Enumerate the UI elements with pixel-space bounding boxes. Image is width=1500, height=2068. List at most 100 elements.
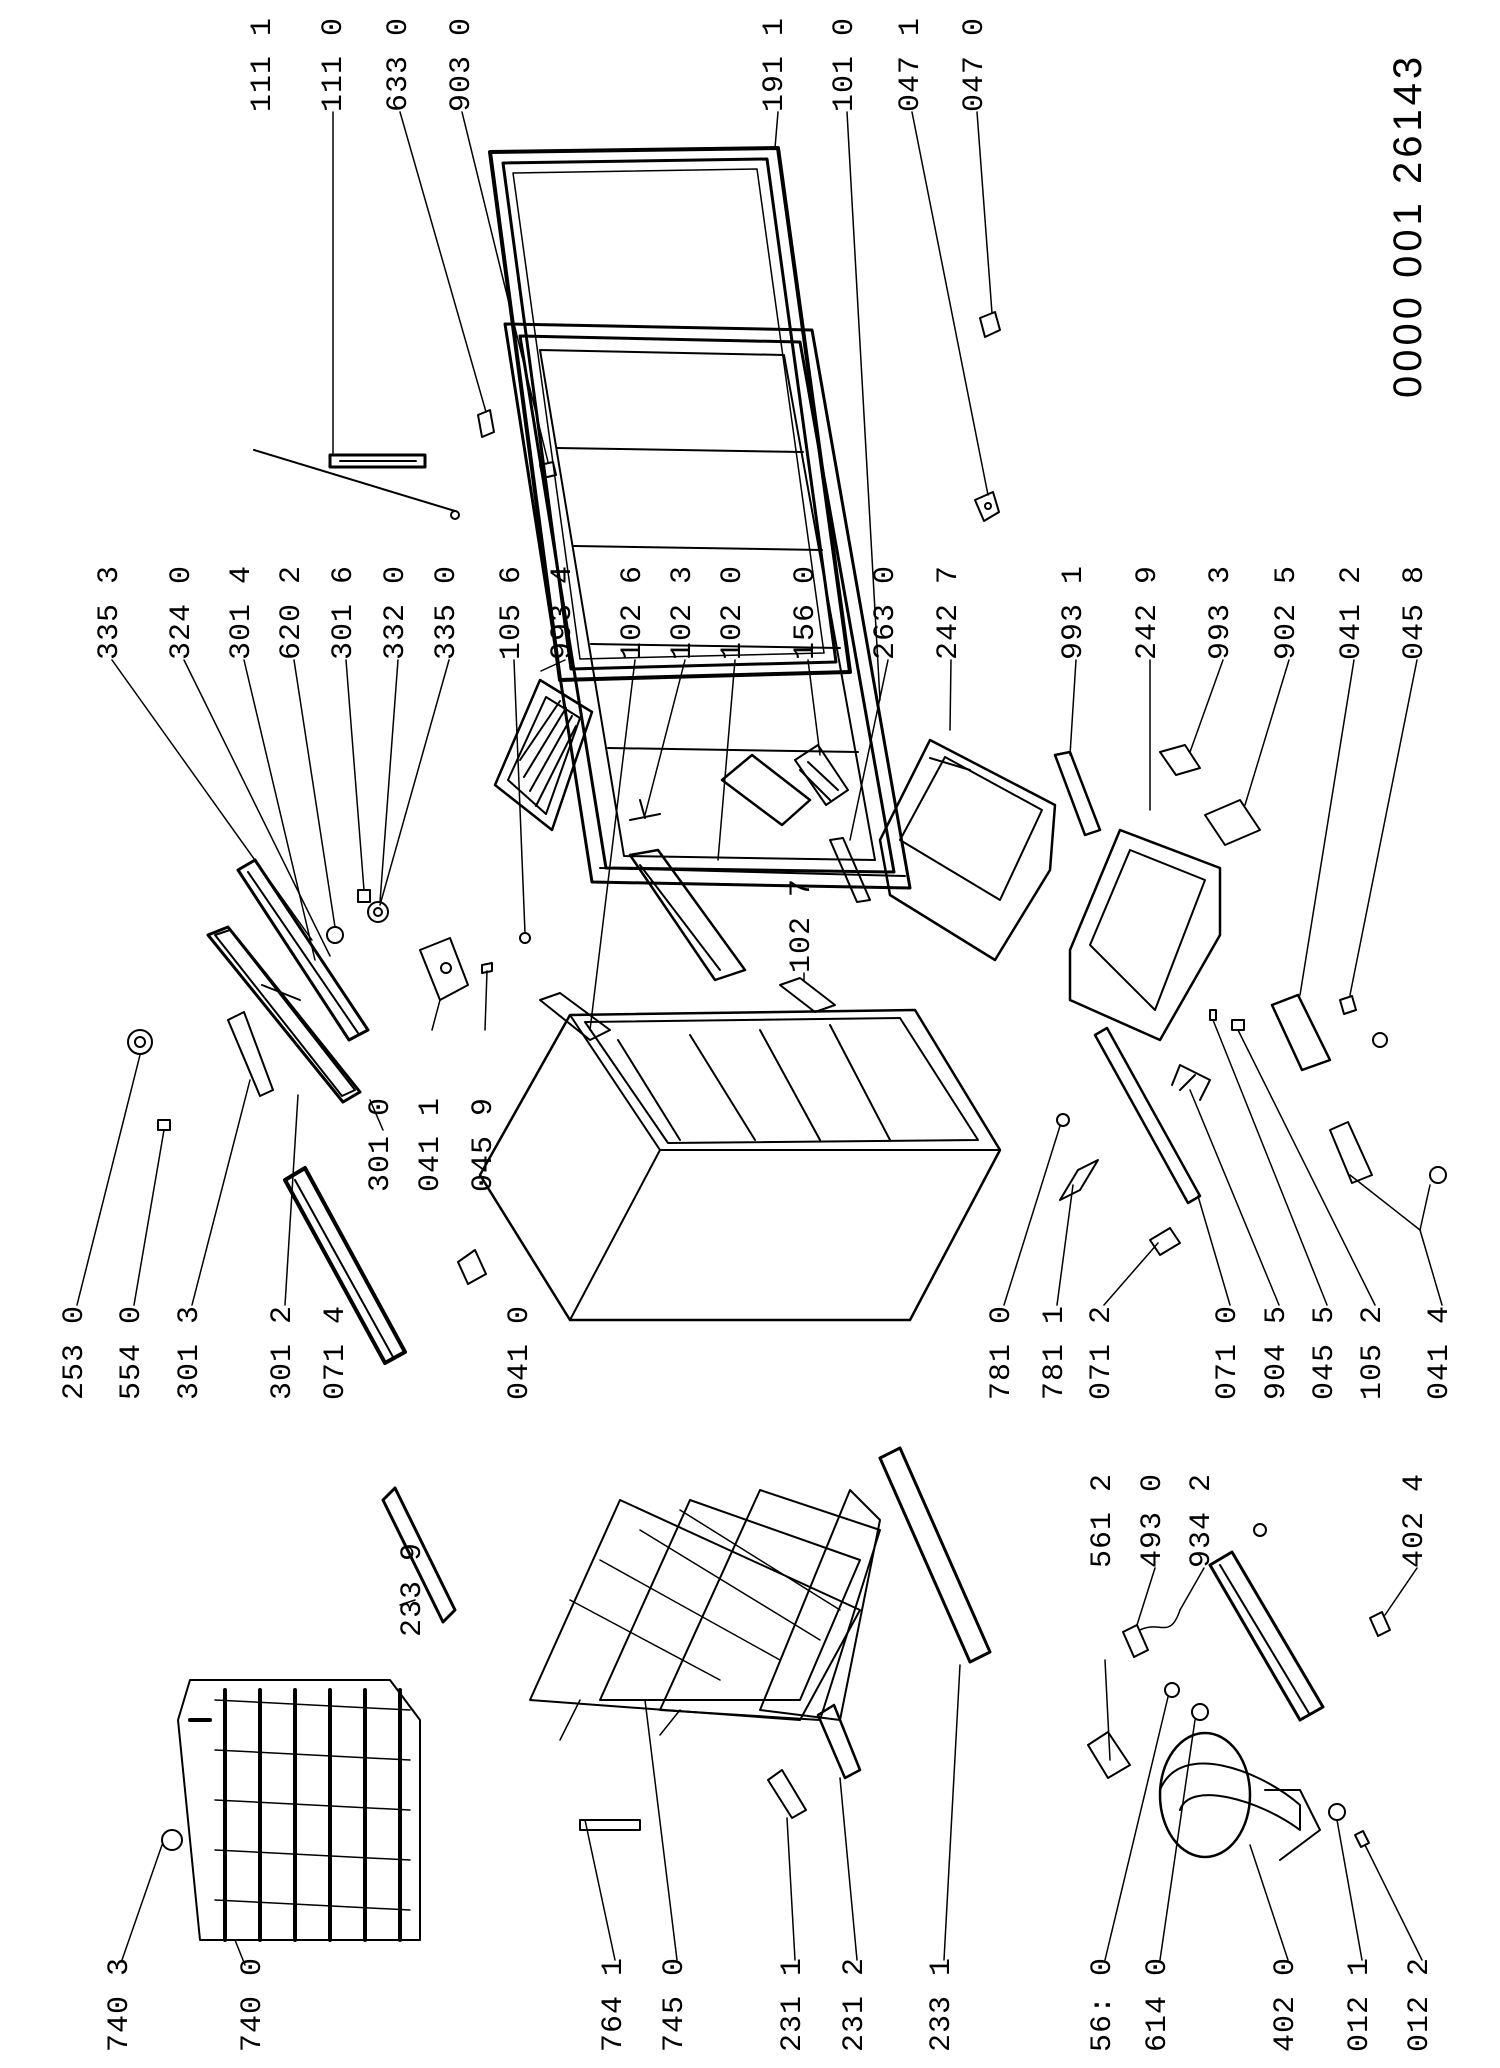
part-label: 071 4 xyxy=(319,1304,353,1400)
part-label: 301 4 xyxy=(225,564,259,660)
part-label: 301 0 xyxy=(364,1096,398,1192)
part-label: 904 5 xyxy=(1260,1304,1294,1400)
part-label: 253 0 xyxy=(58,1304,92,1400)
part-label: 242 9 xyxy=(1131,564,1165,660)
foot-781-0 xyxy=(1003,1113,1070,1306)
part-label: 614 0 xyxy=(1141,1956,1175,2052)
hinge-111-0 xyxy=(328,111,427,469)
part-label: 071 0 xyxy=(1211,1304,1245,1400)
part-label: 554 0 xyxy=(115,1304,149,1400)
part-label: 012 2 xyxy=(1403,1956,1437,2052)
part-label: 045 5 xyxy=(1308,1304,1342,1400)
part-label: 56: 0 xyxy=(1086,1956,1120,2052)
wire-shelves-745-0 xyxy=(529,1489,881,1741)
knob-332-0 xyxy=(367,659,399,923)
part-label: 191 1 xyxy=(758,16,792,112)
shelf-993-4 xyxy=(493,659,594,832)
part-label: 242 7 xyxy=(932,564,966,660)
bracket-231-2 xyxy=(816,1703,862,1961)
clip-012-1 xyxy=(1328,1803,1363,1961)
part-label: 993 3 xyxy=(1204,564,1238,660)
leader-301-2 xyxy=(284,1094,299,1306)
hinge-041-1 xyxy=(419,937,469,1031)
bush-56-0 xyxy=(1104,1682,1180,1961)
part-label: 101 0 xyxy=(828,16,862,112)
part-label: 934 2 xyxy=(1185,1472,1219,1568)
part-label: 301 2 xyxy=(266,1304,300,1400)
part-label: 402 0 xyxy=(1269,1956,1303,2052)
ice-tray-156-0 xyxy=(720,659,849,827)
part-label: 041 1 xyxy=(414,1096,448,1192)
protector-493-0 xyxy=(1122,1567,1156,1658)
part-label: 047 0 xyxy=(958,16,992,112)
part-label: 903 0 xyxy=(445,16,479,112)
bracket-902-5 xyxy=(1204,659,1290,846)
bracket-904-5 xyxy=(1171,1064,1280,1306)
grille-781-1 xyxy=(1056,1159,1099,1306)
screw-045-9 xyxy=(481,962,493,1031)
part-label: 105 6 xyxy=(495,564,529,660)
leader-101-0 xyxy=(846,111,881,701)
leader-191-1 xyxy=(774,111,779,149)
compressor-402-0 xyxy=(1158,1731,1321,1961)
rail-993-1 xyxy=(1053,659,1102,837)
document-number: 0000 001 26143 xyxy=(1386,52,1430,398)
hinge-pin-111-1 xyxy=(253,449,460,520)
part-label: 041 4 xyxy=(1423,1304,1457,1400)
base-plate xyxy=(1208,1523,1325,1722)
part-label: 263 0 xyxy=(869,564,903,660)
leader-324-0 xyxy=(183,659,331,957)
cabinet-body xyxy=(478,1008,1002,1322)
clip-633-0 xyxy=(399,111,495,438)
part-label: 620 2 xyxy=(275,564,309,660)
door-panel-101-0 xyxy=(503,322,912,890)
leader-301-0 xyxy=(369,1099,384,1131)
lamp-764-1 xyxy=(579,1819,641,1961)
hinge-041-4 xyxy=(1329,1121,1447,1306)
part-label: 740 3 xyxy=(103,1956,137,2052)
part-label: 041 0 xyxy=(503,1304,537,1400)
bush-903-0 xyxy=(461,111,557,479)
door-seal-191-1 xyxy=(488,146,852,682)
part-label: 633 0 xyxy=(382,16,416,112)
part-label: 233 1 xyxy=(925,1956,959,2052)
basket-242-9 xyxy=(1068,659,1222,1042)
part-label: 102 6 xyxy=(616,564,650,660)
drawer-102-0 xyxy=(628,659,747,982)
part-label: 071 2 xyxy=(1085,1304,1119,1400)
part-label: 745 0 xyxy=(658,1956,692,2052)
leader-301-4 xyxy=(243,659,316,961)
relay-561-2 xyxy=(1087,1659,1131,1779)
part-label: 102 7 xyxy=(785,877,819,973)
part-label: 301 6 xyxy=(327,564,361,660)
part-label: 781 0 xyxy=(985,1304,1019,1400)
knob-301-6 xyxy=(345,659,371,903)
screw-045-8 xyxy=(1339,659,1418,1048)
drawer-front-102-6 xyxy=(539,659,636,1041)
evaporator-740-0 xyxy=(177,1679,421,1966)
part-label: 332 0 xyxy=(379,564,413,660)
pin-105-6 xyxy=(513,659,531,944)
rail-263-0 xyxy=(829,659,889,903)
part-label: 156 0 xyxy=(789,564,823,660)
part-label: 111 1 xyxy=(246,16,280,112)
part-label: 102 0 xyxy=(716,564,750,660)
light-panel-071-4 xyxy=(283,1166,407,1365)
part-label: 740 0 xyxy=(236,1956,270,2052)
part-label: 111 0 xyxy=(317,16,351,112)
part-label: 045 8 xyxy=(1398,564,1432,660)
drawer-front-102-7 xyxy=(779,972,836,1013)
part-label: 231 1 xyxy=(776,1956,810,2052)
grommet-614-0 xyxy=(1159,1703,1209,1961)
control-panel-301 xyxy=(206,858,370,1104)
hinge-bracket-047-1 xyxy=(911,111,1000,522)
part-label: 324 0 xyxy=(165,564,199,660)
part-label: 993 4 xyxy=(546,564,580,660)
part-label: 402 4 xyxy=(1398,1472,1432,1568)
part-label: 764 1 xyxy=(597,1956,631,2052)
part-label: 231 2 xyxy=(838,1956,872,2052)
part-label: 047 1 xyxy=(894,16,928,112)
hinge-041-0 xyxy=(457,1249,487,1285)
part-label: 012 1 xyxy=(1343,1956,1377,2052)
